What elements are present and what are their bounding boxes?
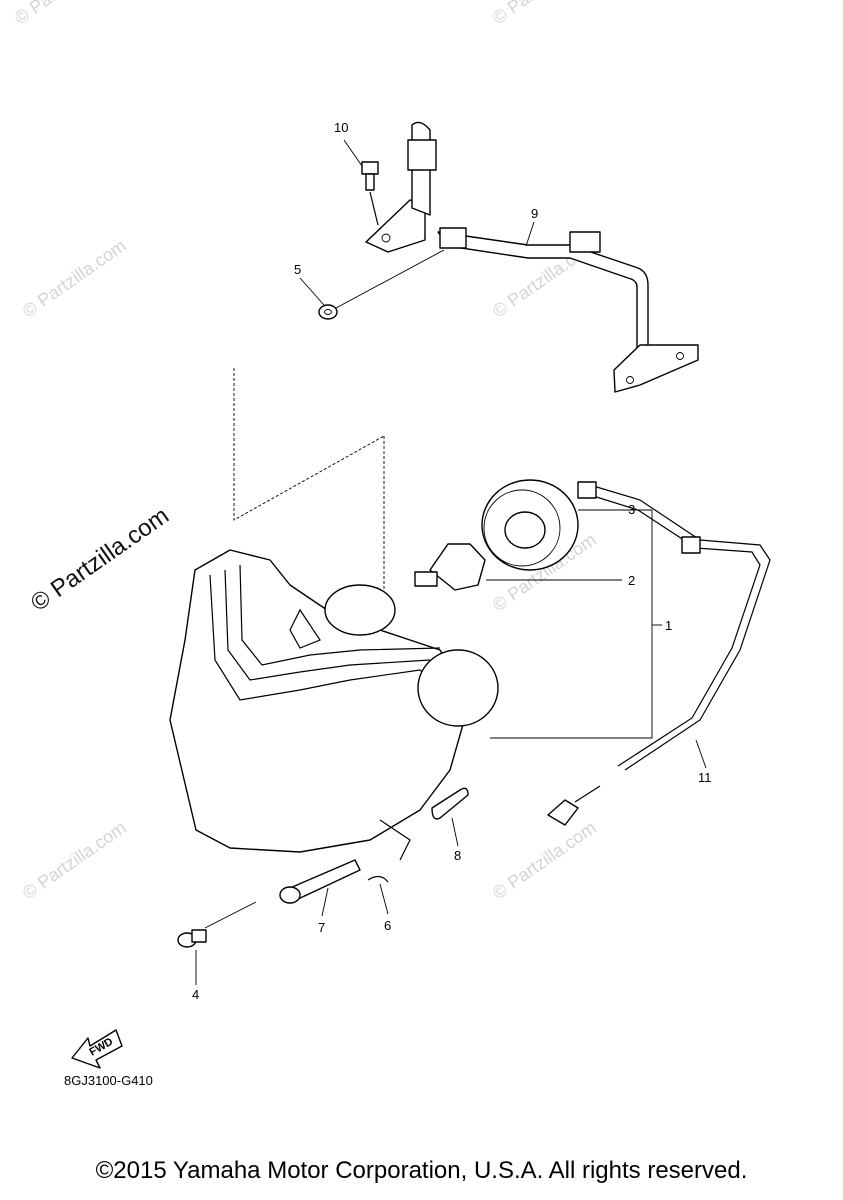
spring-part bbox=[431, 787, 469, 820]
bracket-part bbox=[365, 121, 699, 393]
callout-11: 11 bbox=[698, 770, 712, 785]
callout-2: 2 bbox=[628, 573, 635, 588]
diagram-code: 8GJ3100-G410 bbox=[64, 1073, 153, 1088]
wire-harness-part bbox=[547, 481, 771, 826]
callout-10: 10 bbox=[334, 120, 348, 135]
watermark-text: © Partzilla.com bbox=[489, 0, 600, 28]
callout-6: 6 bbox=[384, 918, 391, 933]
bolt-part bbox=[361, 161, 379, 226]
callout-7: 7 bbox=[318, 920, 325, 935]
callout-1: 1 bbox=[665, 618, 672, 633]
watermark-text: © Partzilla.com bbox=[19, 235, 130, 321]
leader-lines bbox=[195, 139, 707, 985]
callout-4: 4 bbox=[192, 987, 199, 1002]
clip-part bbox=[367, 875, 389, 883]
copyright: ©2015 Yamaha Motor Corporation, U.S.A. A… bbox=[95, 1157, 748, 1184]
watermark-text: © Partzilla.com bbox=[489, 817, 600, 903]
rivet-part bbox=[177, 901, 257, 948]
screw-part bbox=[279, 859, 361, 904]
watermark-featured: © Partzilla.com bbox=[26, 502, 174, 617]
callout-9: 9 bbox=[531, 206, 538, 221]
callout-5: 5 bbox=[294, 262, 301, 277]
callout-8: 8 bbox=[454, 848, 461, 863]
bulb-cover-part bbox=[481, 479, 579, 571]
callout-3: 3 bbox=[628, 502, 635, 517]
grommet-part bbox=[318, 249, 445, 320]
bulb-part bbox=[414, 543, 486, 591]
fwd-arrow-icon: FWD bbox=[71, 1029, 123, 1069]
callouts: 10 9 5 3 2 1 11 8 7 6 4 bbox=[192, 120, 712, 1002]
watermark-text: © Partzilla.com bbox=[19, 817, 130, 903]
headlight-part bbox=[169, 549, 499, 861]
watermark-text: © Partzilla.com bbox=[11, 0, 122, 28]
